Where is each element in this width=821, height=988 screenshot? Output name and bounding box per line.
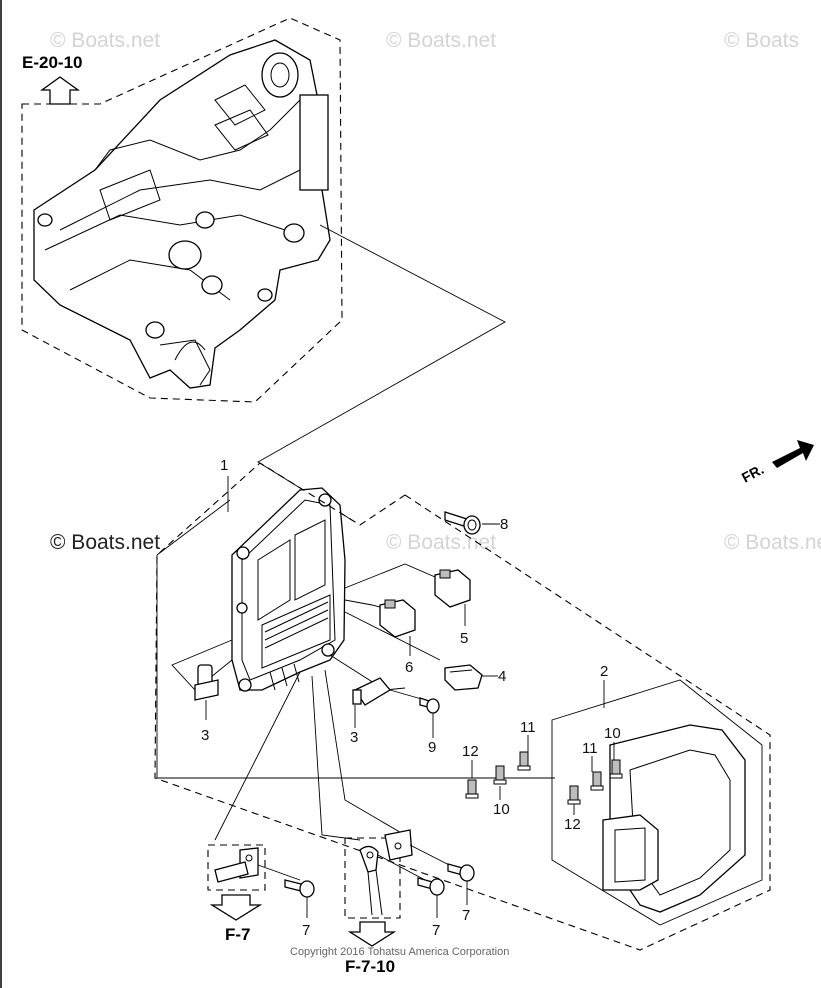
cover-bracket (551, 679, 763, 926)
clamp-part-3-right (352, 677, 391, 706)
bolt-part-7-center (417, 877, 445, 896)
callout-7-left[interactable]: 7 (302, 922, 310, 939)
down-arrow-icon-f7-10[interactable] (347, 921, 397, 947)
callout-8[interactable]: 8 (500, 516, 508, 533)
relay-part-6 (379, 599, 416, 638)
copyright-text: Copyright 2016 Tohatsu America Corporati… (290, 946, 509, 958)
callout-9[interactable]: 9 (428, 739, 436, 756)
forward-arrow-icon (772, 440, 814, 468)
leader-screw-9 (389, 689, 426, 701)
watermark-mid-left: © Boats.net (50, 531, 160, 554)
leader-connector-4 (344, 611, 441, 661)
relay-part-5 (434, 569, 471, 608)
harness-f7-10 (359, 845, 383, 916)
upper-housing-assembly (21, 17, 343, 403)
callout-5[interactable]: 5 (460, 630, 468, 647)
leader-housing-to-box (257, 224, 506, 523)
callout-1[interactable]: 1 (220, 457, 228, 474)
callout-2[interactable]: 2 (600, 663, 608, 680)
watermark-mid-right: © Boats.net (724, 531, 821, 554)
leader-bolt-7b (377, 854, 426, 881)
callout-3-left[interactable]: 3 (201, 727, 209, 744)
connector-part-4 (444, 664, 483, 691)
leader-to-f7 (214, 671, 301, 841)
assembly-dashed-boundary (154, 462, 771, 951)
clamp-part-3-left (194, 664, 219, 701)
up-arrow-icon[interactable] (39, 76, 81, 105)
callout-11-front[interactable]: 11 (520, 719, 536, 736)
down-arrow-icon-f7[interactable] (209, 894, 263, 921)
callout-12-cover[interactable]: 12 (564, 816, 581, 833)
box-cover (602, 724, 746, 913)
leader-assembly-top (156, 499, 231, 556)
callout-4[interactable]: 4 (498, 668, 506, 685)
screw-part-9 (419, 697, 440, 714)
callout-6[interactable]: 6 (405, 659, 413, 676)
callout-3-right[interactable]: 3 (350, 729, 358, 746)
callout-10-front[interactable]: 10 (493, 801, 510, 818)
leader-to-terminal (324, 669, 411, 839)
bolt-part-8 (444, 511, 481, 535)
leader-clamp-3a (171, 639, 233, 691)
watermark-top-right: © Boats (724, 29, 799, 52)
f7-dashed-box (207, 844, 266, 891)
callout-10-cover[interactable]: 10 (604, 725, 621, 742)
callout-12-front[interactable]: 12 (462, 743, 479, 760)
callout-7-center[interactable]: 7 (432, 922, 440, 939)
bolt-part-7-right (447, 863, 475, 882)
electrical-box-assembly (231, 487, 346, 692)
watermark-mid-center: © Boats.net (386, 531, 496, 554)
reference-f-7[interactable]: F-7 (225, 925, 251, 944)
leader-assembly-bracket (156, 555, 555, 779)
fr-label: FR. (739, 461, 766, 486)
fuse-set-cover (567, 759, 623, 805)
terminal-f7 (214, 847, 259, 883)
leader-bolt-7a (257, 864, 301, 881)
reference-e-20-10[interactable]: E-20-10 (22, 53, 82, 72)
callout-11-cover[interactable]: 11 (582, 740, 598, 757)
housing-dashed-boundary (21, 17, 343, 403)
callout-7-right[interactable]: 7 (462, 907, 470, 924)
watermark-top-left: © Boats.net (50, 29, 160, 52)
bolt-part-7-left (284, 879, 315, 898)
terminal-plate (384, 829, 413, 861)
watermark-top-center: © Boats.net (386, 29, 496, 52)
fuse-set-front (465, 751, 531, 799)
reference-f-7-10[interactable]: F-7-10 (345, 957, 395, 976)
f7-10-dashed-box (344, 837, 401, 919)
